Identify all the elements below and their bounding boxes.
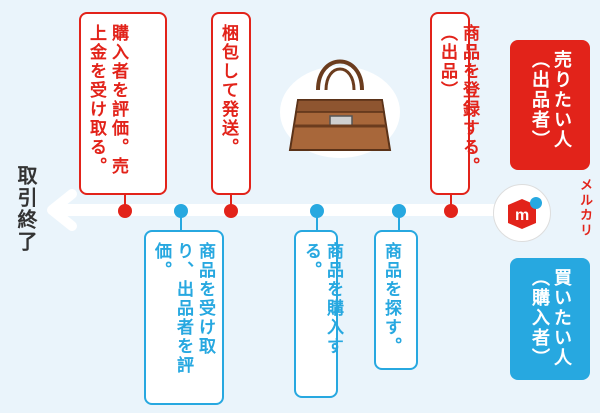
mercari-logo-icon: m	[493, 184, 551, 242]
svg-text:m: m	[515, 207, 529, 224]
buyer-step-search-text: 商品を探す。	[381, 242, 401, 356]
buyer-role-badge: 買いたい人（購入者）	[510, 258, 590, 380]
handbag-illustration	[280, 59, 400, 158]
seller-step-stem	[450, 195, 452, 210]
buyer-step-stem	[398, 210, 400, 230]
buyer-step-stem	[180, 210, 182, 230]
brand-name: メルカリ	[577, 178, 592, 238]
seller-step-marker	[118, 204, 132, 218]
buyer-role-label: 買いたい人（購入者）	[529, 268, 572, 368]
seller-step-marker	[224, 204, 238, 218]
buyer-step-marker	[310, 204, 324, 218]
buyer-step-purchase: 商品を購入する。	[294, 230, 343, 398]
seller-step-ship: 梱包して発送。	[211, 12, 251, 195]
seller-role-badge: 売りたい人（出品者）	[510, 40, 590, 170]
seller-step-stem	[124, 195, 126, 210]
buyer-step-marker	[174, 204, 188, 218]
buyer-step-purchase-text: 商品を購入する。	[301, 242, 343, 356]
buyer-step-stem	[316, 210, 318, 230]
transaction-end-label: 取引終了	[14, 165, 38, 253]
buyer-step-marker	[392, 204, 406, 218]
buyer-step-search: 商品を探す。	[374, 230, 418, 370]
seller-step-evaluate-text: 購入者を評価。売上金を受け取る。	[86, 24, 128, 176]
seller-step-ship-text: 梱包して発送。	[218, 24, 238, 157]
seller-step-marker	[444, 204, 458, 218]
seller-step-evaluate: 購入者を評価。売上金を受け取る。	[79, 12, 167, 195]
buyer-step-receive-text: 商品を受け取り、出品者を評価。	[151, 242, 215, 375]
seller-step-register-text: 商品を登録する。（出品）	[437, 24, 479, 176]
seller-step-list-item: 商品を登録する。（出品）	[430, 12, 479, 195]
buyer-step-receive: 商品を受け取り、出品者を評価。	[144, 230, 224, 405]
seller-role-label: 売りたい人（出品者）	[529, 50, 572, 150]
seller-step-stem	[230, 195, 232, 210]
